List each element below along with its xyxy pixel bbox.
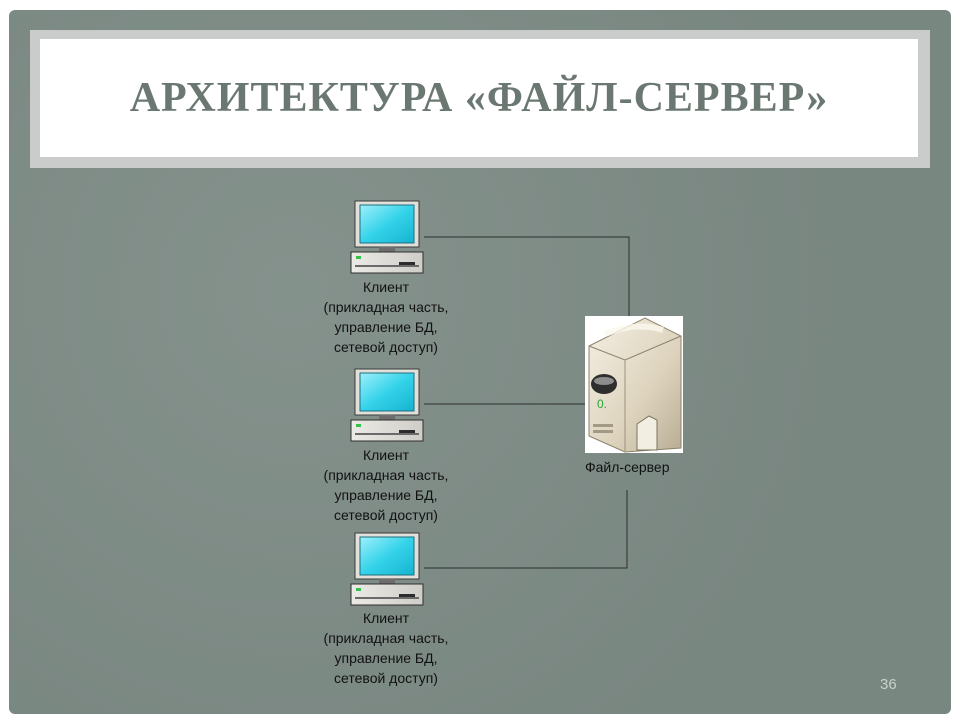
client-2-title: Клиент bbox=[362, 447, 410, 463]
slide-title: АРХИТЕКТУРА «ФАЙЛ-СЕРВЕР» bbox=[129, 75, 829, 121]
client-computer-1-icon bbox=[350, 200, 424, 274]
client-3-line-2: (прикладная часть, bbox=[323, 630, 449, 646]
connector-lines bbox=[424, 236, 630, 569]
client-label-2: Клиент (прикладная часть, управление БД,… bbox=[286, 445, 486, 525]
client-3-line-4: сетевой доступ) bbox=[334, 670, 438, 686]
connector-client-1 bbox=[424, 236, 630, 316]
client-1-title: Клиент bbox=[362, 279, 410, 295]
title-frame: АРХИТЕКТУРА «ФАЙЛ-СЕРВЕР» bbox=[30, 30, 930, 168]
client-1-line-4: сетевой доступ) bbox=[334, 339, 438, 355]
file-server-icon: 0. bbox=[585, 316, 683, 453]
server-badge: 0. bbox=[597, 397, 607, 411]
page-number: 36 bbox=[880, 676, 897, 693]
client-1-line-2: (прикладная часть, bbox=[323, 299, 449, 315]
client-computer-3-icon bbox=[350, 532, 424, 606]
client-2-line-4: сетевой доступ) bbox=[334, 507, 438, 523]
client-3-title: Клиент bbox=[362, 610, 410, 626]
title-box: АРХИТЕКТУРА «ФАЙЛ-СЕРВЕР» bbox=[40, 39, 918, 157]
client-computer-2-icon bbox=[350, 368, 424, 442]
client-label-3: Клиент (прикладная часть, управление БД,… bbox=[286, 608, 486, 688]
client-2-line-2: (прикладная часть, bbox=[323, 467, 449, 483]
client-label-1: Клиент (прикладная часть, управление БД,… bbox=[286, 277, 486, 357]
connector-client-3 bbox=[424, 490, 628, 569]
client-2-line-3: управление БД, bbox=[334, 487, 438, 503]
client-1-line-3: управление БД, bbox=[334, 319, 438, 335]
server-label: Файл-сервер bbox=[585, 459, 670, 475]
client-3-line-3: управление БД, bbox=[334, 650, 438, 666]
